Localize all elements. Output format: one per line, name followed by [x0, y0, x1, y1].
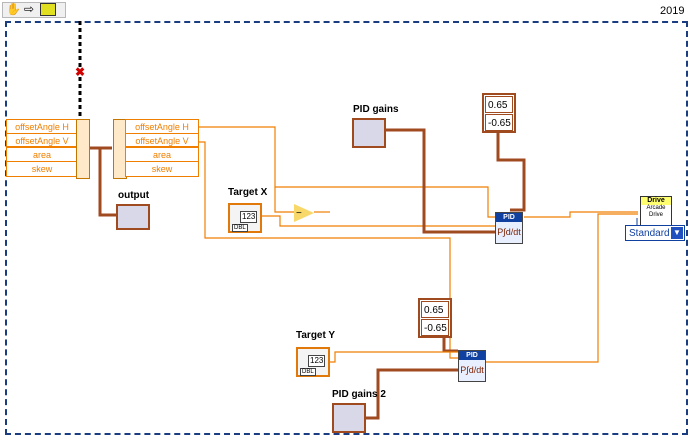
- constant-value[interactable]: -0.65: [421, 319, 449, 336]
- mode-value: Standard: [629, 228, 670, 239]
- pid-block-2[interactable]: PID P∫d/dt: [458, 350, 486, 382]
- output-label: output: [118, 190, 150, 201]
- num-tag: 123: [240, 211, 258, 223]
- wire-offset-v: [196, 141, 458, 359]
- unbundle-by-name[interactable]: [76, 119, 90, 179]
- hand-icon[interactable]: ✋: [6, 2, 21, 16]
- pid-gains-label: PID gains: [353, 104, 399, 115]
- constant-array-bottom[interactable]: 0.65 -0.65: [418, 298, 452, 338]
- pid-gains-control[interactable]: [352, 118, 386, 148]
- run-arrow-icon[interactable]: [40, 3, 56, 16]
- pid-icon: P∫d/dt: [460, 365, 484, 375]
- cluster-wire-output: [98, 148, 120, 217]
- target-x-label: Target X: [228, 187, 268, 198]
- mode-ring[interactable]: Standard ▼: [625, 225, 685, 241]
- target-y-control[interactable]: 123 DBL: [296, 347, 330, 377]
- pid-icon: P∫d/dt: [497, 227, 521, 237]
- drive-line2: Drive: [648, 212, 663, 218]
- subtract-node[interactable]: [294, 204, 314, 222]
- target-y-label: Target Y: [296, 330, 336, 341]
- wire-const-bottom: [442, 335, 458, 353]
- wire-target-y: [330, 351, 458, 363]
- wire-pid-gains: [378, 128, 496, 234]
- drive-line1: Arcade: [646, 205, 666, 211]
- constant-value[interactable]: -0.65: [485, 114, 513, 131]
- output-indicator[interactable]: [116, 204, 150, 230]
- subtract-symbol: −: [296, 208, 302, 219]
- arcade-drive-block[interactable]: Drive Arcade Drive: [640, 196, 672, 226]
- pid-title: PID: [459, 351, 485, 360]
- structure-frame[interactable]: [5, 21, 688, 435]
- pid-title: PID: [496, 213, 522, 222]
- pid-gains-2-control[interactable]: [332, 403, 366, 433]
- cluster-right-field: offsetAngle V: [126, 134, 198, 148]
- dbl-tag: DBL: [232, 224, 248, 232]
- arrow-icon[interactable]: ⇨: [24, 2, 35, 16]
- cluster-right[interactable]: offsetAngle H offsetAngle V area skew: [125, 119, 199, 177]
- wire-target-x: [262, 215, 496, 227]
- drive-title: Drive: [641, 197, 671, 205]
- cluster-left-field: offsetAngle V: [7, 134, 77, 148]
- wire-offset-h: [196, 126, 495, 218]
- constant-array-top[interactable]: 0.65 -0.65: [482, 93, 516, 133]
- pid-gains-2-label: PID gains 2: [332, 389, 386, 400]
- wire-offset-h-sub: [274, 187, 294, 213]
- dropdown-arrow-icon[interactable]: ▼: [671, 227, 683, 239]
- year-label: 2019: [660, 5, 685, 17]
- constant-value[interactable]: 0.65: [421, 301, 449, 318]
- wire-pid-gains-2: [358, 368, 458, 420]
- constant-value[interactable]: 0.65: [485, 96, 513, 113]
- cluster-left-field: area: [7, 148, 77, 162]
- target-x-control[interactable]: 123 DBL: [228, 203, 262, 233]
- wire-const-top: [496, 128, 526, 212]
- wire-pid1-out: [524, 211, 638, 218]
- cluster-left-field: skew: [31, 164, 53, 174]
- cluster-right-field: offsetAngle H: [126, 120, 198, 134]
- stop-icon: ✖: [74, 65, 86, 79]
- cluster-right-field: skew: [151, 164, 173, 174]
- cluster-right-field: area: [126, 148, 198, 162]
- dbl-tag: DBL: [300, 368, 316, 376]
- cluster-left-field: offsetAngle H: [7, 120, 77, 134]
- num-tag: 123: [308, 355, 326, 367]
- wire-pid2-out: [486, 213, 638, 363]
- cluster-left[interactable]: offsetAngle H offsetAngle V area skew: [6, 119, 78, 177]
- pid-block-1[interactable]: PID P∫d/dt: [495, 212, 523, 244]
